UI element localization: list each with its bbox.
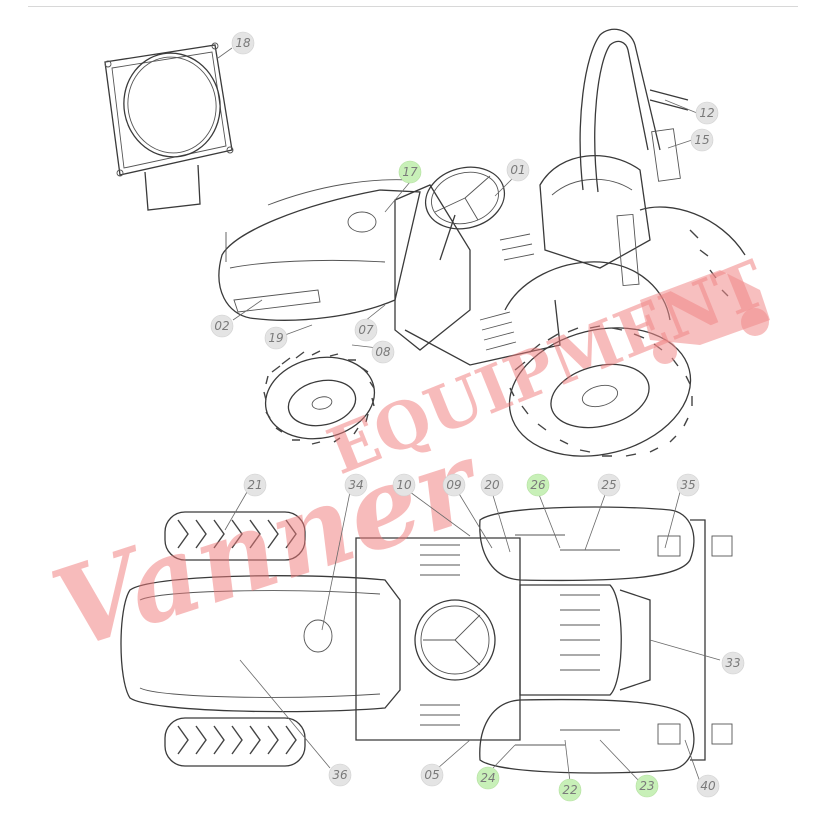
callout-label: 22 [562, 783, 577, 797]
callout-21: 21 [243, 473, 267, 497]
callout-bubble [392, 473, 416, 497]
callout-label: 07 [358, 323, 374, 337]
callout-label: 23 [639, 779, 654, 793]
callout-09: 09 [442, 473, 466, 497]
callout-label: 02 [214, 319, 229, 333]
callout-bubble [210, 314, 234, 338]
callout-20: 20 [480, 473, 504, 497]
callout-bubble [243, 473, 267, 497]
callout-label: 08 [375, 345, 391, 359]
callout-bubble [328, 763, 352, 787]
callout-label: 35 [680, 478, 695, 492]
callout-bubble [526, 473, 550, 497]
callout-40: 40 [696, 774, 720, 798]
callout-24: 24 [476, 766, 500, 790]
callout-bubble [480, 473, 504, 497]
callout-12: 12 [695, 101, 719, 125]
callout-18: 18 [231, 31, 255, 55]
callout-bubble [264, 326, 288, 350]
callout-26: 26 [526, 473, 550, 497]
tractor-top-view-drawing [120, 506, 733, 774]
callout-bubble [398, 160, 422, 184]
callout-bubble [695, 101, 719, 125]
callout-19: 19 [264, 326, 288, 350]
callout-bubble [371, 340, 395, 364]
callout-05: 05 [420, 763, 444, 787]
callout-label: 40 [700, 779, 716, 793]
callout-label: 10 [396, 478, 412, 492]
callout-label: 17 [402, 165, 418, 179]
leader-lines [217, 47, 721, 783]
callout-35: 35 [676, 473, 700, 497]
callout-label: 20 [484, 478, 500, 492]
watermark-logo: Vanner EQUIPMENT [38, 246, 776, 674]
callout-label: 05 [424, 768, 439, 782]
callout-bubble [558, 778, 582, 802]
callout-10: 10 [392, 473, 416, 497]
callout-01: 01 [506, 158, 530, 182]
callout-15: 15 [690, 128, 714, 152]
callout-23: 23 [635, 774, 659, 798]
callout-bubble [676, 473, 700, 497]
callout-bubble [721, 651, 745, 675]
callout-bubble [231, 31, 255, 55]
callout-bubble [420, 763, 444, 787]
callout-label: 34 [348, 478, 363, 492]
callout-label: 01 [510, 163, 525, 177]
callout-25: 25 [597, 473, 621, 497]
callout-bubble [442, 473, 466, 497]
fan-shroud-drawing [104, 42, 234, 211]
callout-label: 25 [601, 478, 616, 492]
callout-label: 18 [235, 36, 251, 50]
callout-02: 02 [210, 314, 234, 338]
callout-bubble [597, 473, 621, 497]
callout-bubble [344, 473, 368, 497]
callout-bubble [696, 774, 720, 798]
callout-label: 24 [480, 771, 495, 785]
callout-label: 36 [332, 768, 348, 782]
callout-label: 12 [699, 106, 714, 120]
callout-label: 09 [446, 478, 461, 492]
callout-34: 34 [344, 473, 368, 497]
callout-17: 17 [398, 160, 422, 184]
callout-label: 19 [268, 331, 283, 345]
callout-label: 21 [247, 478, 262, 492]
callout-07: 07 [354, 318, 378, 342]
callout-bubble [354, 318, 378, 342]
callout-22: 22 [558, 778, 582, 802]
callout-bubble [635, 774, 659, 798]
callout-bubble [506, 158, 530, 182]
callout-36: 36 [328, 763, 352, 787]
callout-08: 08 [371, 340, 395, 364]
top-divider [28, 6, 798, 7]
callout-label: 26 [530, 478, 546, 492]
callout-label: 15 [694, 133, 709, 147]
callout-bubble [476, 766, 500, 790]
callout-label: 33 [725, 656, 740, 670]
callout-33: 33 [721, 651, 745, 675]
callout-bubble [690, 128, 714, 152]
